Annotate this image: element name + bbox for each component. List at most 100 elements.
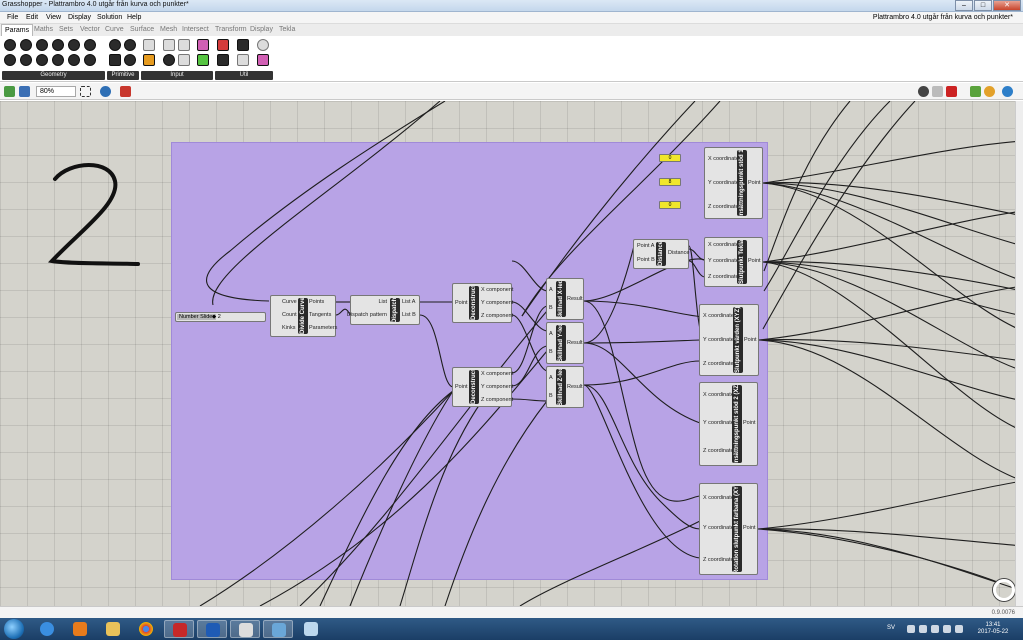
open-file-icon[interactable] xyxy=(4,86,15,97)
input-a[interactable]: A xyxy=(549,375,553,381)
input-y-coordinate[interactable]: Y coordinate xyxy=(703,420,734,426)
taskbar-chrome[interactable] xyxy=(131,620,161,638)
input-y-coordinate[interactable]: Y coordinate xyxy=(708,180,739,186)
cherry-picker-icon[interactable] xyxy=(217,39,229,51)
subtraction-y-node[interactable]: A B Skillnad Y-led Result xyxy=(546,322,584,364)
output-x-component[interactable]: X component xyxy=(481,371,514,377)
tab-surface[interactable]: Surface xyxy=(130,26,155,33)
input-curve[interactable]: Curve xyxy=(282,299,297,305)
input-x-coordinate[interactable]: X coordinate xyxy=(708,156,739,162)
input-x-coordinate[interactable]: X coordinate xyxy=(703,495,734,501)
input-list[interactable]: List xyxy=(378,299,387,305)
menu-view[interactable]: View xyxy=(46,14,62,21)
output-result[interactable]: Result xyxy=(567,296,583,302)
input-dispatch-pattern[interactable]: Dispatch pattern xyxy=(346,312,387,318)
output-point[interactable]: Point xyxy=(748,180,761,186)
insert-point-1-node[interactable]: X coordinate Y coordinate Z coordinate I… xyxy=(704,147,763,219)
input-point-b[interactable]: Point B xyxy=(637,257,655,263)
component-group[interactable] xyxy=(171,142,768,580)
button-icon[interactable] xyxy=(163,39,175,51)
output-z-component[interactable]: Z component xyxy=(481,397,514,403)
taskbar-app-red[interactable] xyxy=(164,620,194,638)
tab-maths[interactable]: Maths xyxy=(34,26,54,33)
input-z-coordinate[interactable]: Z coordinate xyxy=(703,557,734,563)
value-panel[interactable]: 8 xyxy=(659,178,681,186)
eye-preview-icon[interactable] xyxy=(100,86,111,97)
output-distance[interactable]: Distance xyxy=(668,250,690,256)
sketch-pen-icon[interactable] xyxy=(120,86,131,97)
panel-label-primitive[interactable]: Primitive xyxy=(107,71,139,80)
panel-label-input[interactable]: Input xyxy=(141,71,213,80)
input-y-coordinate[interactable]: Y coordinate xyxy=(703,525,734,531)
tab-params[interactable]: Params xyxy=(1,24,34,36)
box-param-icon[interactable] xyxy=(4,39,16,51)
deconstruct-node[interactable]: Point Deconstruct X component Y componen… xyxy=(452,367,514,407)
output-list-a[interactable]: List A xyxy=(402,299,416,305)
taskbar-internet-explorer[interactable] xyxy=(32,620,62,638)
slutpunkt-xyz-node[interactable]: X coordinate Y coordinate Z coordinate S… xyxy=(699,304,759,376)
swatch-icon[interactable] xyxy=(197,54,209,66)
output-x-component[interactable]: X component xyxy=(481,287,514,293)
zoom-extents-icon[interactable] xyxy=(80,86,91,97)
input-a[interactable]: A xyxy=(549,287,553,293)
insert-point-2-node[interactable]: X coordinate Y coordinate Z coordinate I… xyxy=(699,382,758,466)
document-preview-icon[interactable] xyxy=(1002,86,1013,97)
input-z-coordinate[interactable]: Z coordinate xyxy=(708,274,739,280)
plane-param-icon[interactable] xyxy=(36,54,48,66)
no-preview-icon[interactable] xyxy=(932,86,943,97)
point-param-icon[interactable] xyxy=(52,54,64,66)
menu-display[interactable]: Display xyxy=(68,14,91,21)
value-panel[interactable]: 0 xyxy=(659,201,681,209)
maximize-button[interactable]: □ xyxy=(974,0,992,11)
boolean-param-icon[interactable] xyxy=(109,39,121,51)
rotation-point-node[interactable]: X coordinate Y coordinate Z coordinate R… xyxy=(699,483,758,575)
arc-param-icon[interactable] xyxy=(52,39,64,51)
input-b[interactable]: B xyxy=(549,393,553,399)
output-tangents[interactable]: Tangents xyxy=(309,312,332,318)
panel-label-geometry[interactable]: Geometry xyxy=(2,71,105,80)
menu-file[interactable]: File xyxy=(7,14,19,21)
param-viewer-icon[interactable] xyxy=(257,39,269,51)
subtraction-z-node[interactable]: A B Skillnad Z-led Result xyxy=(546,366,584,408)
canvas-scrollbar[interactable] xyxy=(1015,101,1023,606)
surface-param-icon[interactable] xyxy=(68,54,80,66)
curve-param-icon[interactable] xyxy=(68,39,80,51)
tab-vector[interactable]: Vector xyxy=(80,26,100,33)
output-point[interactable]: Point xyxy=(743,420,756,426)
language-indicator[interactable]: SV xyxy=(886,625,895,631)
selected-preview-icon[interactable] xyxy=(984,86,995,97)
output-list-b[interactable]: List B xyxy=(402,312,416,318)
number-slider-icon[interactable] xyxy=(163,54,175,66)
input-b[interactable]: B xyxy=(549,349,553,355)
input-z-coordinate[interactable]: Z coordinate xyxy=(703,361,734,367)
tab-mesh[interactable]: Mesh xyxy=(160,26,178,33)
output-parameters[interactable]: Parameters xyxy=(309,325,338,331)
minimize-button[interactable]: – xyxy=(955,0,973,11)
subtraction-x-node[interactable]: A B Skillnad X-led Result xyxy=(546,278,584,320)
relay-arrow-icon[interactable] xyxy=(237,39,249,51)
distance-node[interactable]: Point A Point B Distance Distance xyxy=(633,239,689,269)
brep-param-icon[interactable] xyxy=(20,39,32,51)
panel-icon[interactable] xyxy=(178,54,190,66)
menu-solution[interactable]: Solution xyxy=(97,14,123,21)
menu-help[interactable]: Help xyxy=(127,14,142,21)
network-icon[interactable] xyxy=(931,625,939,633)
field-param-icon[interactable] xyxy=(84,39,96,51)
shaded-preview-icon[interactable] xyxy=(970,86,981,97)
start-button[interactable] xyxy=(4,619,24,639)
slider-value[interactable]: ◆ 2 xyxy=(212,314,221,320)
taskbar-grasshopper[interactable] xyxy=(263,620,293,638)
input-y-coordinate[interactable]: Y coordinate xyxy=(703,337,734,343)
number-param-icon[interactable] xyxy=(109,54,121,66)
vector-param-icon[interactable] xyxy=(84,54,96,66)
graph-mapper-icon[interactable] xyxy=(143,54,155,66)
text-param-icon[interactable] xyxy=(124,54,136,66)
taskbar-explorer[interactable] xyxy=(98,620,128,638)
data-input-icon[interactable] xyxy=(237,54,249,66)
wireframe-preview-icon[interactable] xyxy=(946,86,957,97)
menu-edit[interactable]: Edit xyxy=(26,14,39,21)
close-button[interactable]: ✕ xyxy=(993,0,1021,11)
tab-sets[interactable]: Sets xyxy=(59,26,74,33)
value-panel[interactable]: 0 xyxy=(659,154,681,162)
circle-param-icon[interactable] xyxy=(36,39,48,51)
